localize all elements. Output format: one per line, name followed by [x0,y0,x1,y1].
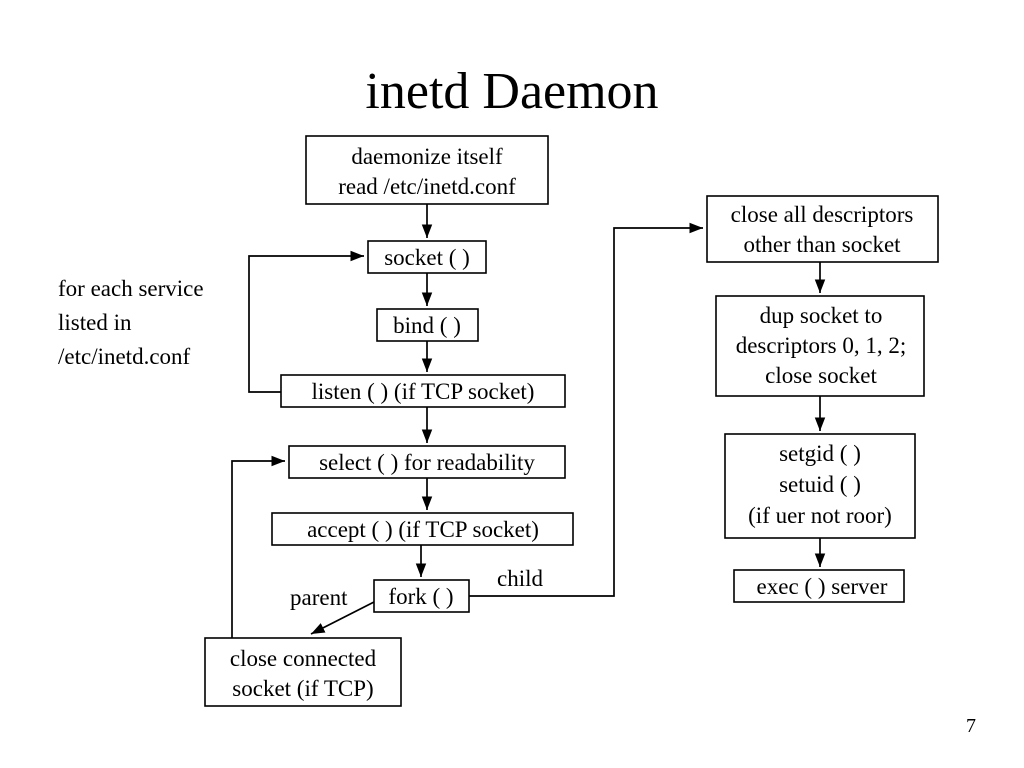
node-setgid-line-2: setuid ( ) [779,472,861,497]
node-bind-label: bind ( ) [393,313,461,338]
node-listen[interactable]: listen ( ) (if TCP socket) [280,374,566,408]
annotation-parent-label: parent [290,585,348,610]
node-close-all-descriptors[interactable]: close all descriptors other than socket [706,195,939,263]
node-dup-socket[interactable]: dup socket to descriptors 0, 1, 2; close… [715,295,925,397]
edge-close-connected-to-select-loop [231,455,285,638]
node-bind[interactable]: bind ( ) [376,308,479,342]
node-daemonize[interactable]: daemonize itself read /etc/inetd.conf [305,135,549,205]
node-accept[interactable]: accept ( ) (if TCP socket) [271,512,574,546]
node-setgid-line-1: setgid ( ) [779,441,861,466]
node-accept-label: accept ( ) (if TCP socket) [307,517,539,542]
node-dup-socket-line-2: descriptors 0, 1, 2; [736,333,907,358]
node-daemonize-line-2: read /etc/inetd.conf [338,174,516,199]
edge-fork-to-close-connected [310,601,375,635]
node-close-connected-line-2: socket (if TCP) [232,676,373,701]
node-close-all-descriptors-line-2: other than socket [743,232,901,257]
node-dup-socket-line-3: close socket [765,363,877,388]
edge-layer [231,204,826,638]
page-title: inetd Daemon [365,62,659,120]
node-listen-label: listen ( ) (if TCP socket) [312,379,535,404]
node-socket-label: socket ( ) [384,245,470,270]
node-close-all-descriptors-line-1: close all descriptors [731,202,914,227]
node-select-label: select ( ) for readability [319,450,535,475]
annotation-child-label: child [497,566,543,591]
node-close-connected-line-1: close connected [230,646,377,671]
edge-fork-to-close-all-descriptors [469,222,703,597]
node-daemonize-line-1: daemonize itself [351,144,503,169]
node-exec-server[interactable]: exec ( ) server [733,569,905,603]
node-close-connected[interactable]: close connected socket (if TCP) [204,637,402,707]
node-socket[interactable]: socket ( ) [367,240,487,274]
node-fork-label: fork ( ) [388,584,453,609]
annotation-for-each-service: for each service listed in /etc/inetd.co… [58,276,204,369]
page-number: 7 [966,715,976,737]
node-setgid-setuid[interactable]: setgid ( ) setuid ( ) (if uer not roor) [724,433,916,539]
annotation-for-each-service-line-1: for each service [58,276,204,301]
node-exec-server-label: exec ( ) server [757,574,888,599]
annotation-for-each-service-line-3: /etc/inetd.conf [58,344,191,369]
node-select[interactable]: select ( ) for readability [288,445,566,479]
node-fork[interactable]: fork ( ) [373,579,470,613]
edge-listen-to-socket-loop [248,250,364,393]
node-setgid-line-3: (if uer not roor) [748,503,892,528]
node-dup-socket-line-1: dup socket to [760,303,883,328]
annotation-for-each-service-line-2: listed in [58,310,132,335]
